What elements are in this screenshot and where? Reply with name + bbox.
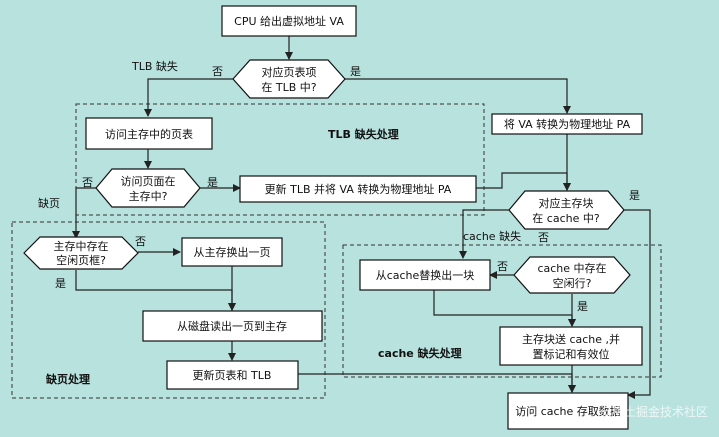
edge-label-no-line: 否: [497, 260, 508, 273]
edge-update-to-cache-check: [476, 172, 571, 191]
node-cache-free-line-line-2: 空闲行?: [553, 276, 592, 290]
node-block-in-cache-shape: [508, 190, 625, 230]
node-va-to-pa: 将 VA 转换为物理地址 PA: [504, 117, 631, 131]
node-cpu-va-box: [221, 5, 357, 37]
node-free-frame-line-2: 空闲页框?: [56, 253, 106, 267]
node-page-in-memory-shape: [95, 168, 201, 208]
node-read-disk-box: [142, 310, 323, 342]
node-cache-free-line-line-1: cache 中存在: [537, 261, 606, 275]
page-fault-region: [11, 221, 326, 399]
node-free-frame-shape: [23, 236, 139, 270]
node-send-block-line-1: 主存块送 cache ,并: [522, 332, 620, 346]
region-page-fault-title: 缺页处理: [45, 372, 90, 386]
edge-label-no-page: 否: [82, 176, 93, 189]
node-block-in-cache-line-1: 对应主存块: [539, 196, 594, 210]
edge-cache-hit: [624, 209, 651, 399]
edge-label-yes-cache: 是: [629, 189, 640, 202]
edge-free-frame: [75, 270, 236, 311]
edge-label-no-tlb: 否: [212, 65, 223, 78]
edge-tlb-miss: [144, 78, 233, 117]
node-update-tlb: 更新 TLB 并将 VA 转换为物理地址 PA: [265, 182, 452, 196]
edge-label-yes-line: 是: [577, 300, 588, 313]
node-cache-replace: 从cache替换出一块: [376, 268, 475, 282]
edge-label-yes-frame: 是: [55, 277, 66, 290]
node-update-pt-tlb: 更新页表和 TLB: [193, 368, 272, 382]
node-tlb-check-line-2: 在 TLB 中?: [261, 81, 316, 94]
region-cache-miss-title: cache 缺失处理: [378, 346, 462, 360]
edge-label-no-frame: 否: [135, 235, 146, 248]
node-update-tlb-box: [239, 175, 477, 203]
edge-tlb-hit: [345, 78, 571, 114]
node-free-frame-line-1: 主存中存在: [54, 239, 109, 253]
region-tlb-miss-title: TLB 缺失处理: [328, 127, 399, 141]
flow-edges: [72, 36, 651, 399]
node-swap-out-page: 从主存换出一页: [194, 245, 271, 259]
edge-cache-miss: [459, 209, 509, 259]
node-page-in-memory-line-2: 主存中?: [129, 189, 168, 203]
edge-label-tlb-miss: TLB 缺失: [131, 59, 178, 73]
node-tlb-check-shape: [232, 59, 346, 99]
node-send-block-box: [499, 326, 643, 366]
edge-label-page-fault: 缺页: [38, 196, 60, 210]
edge-page-fault: [72, 187, 96, 239]
node-cache-free-line-shape: [513, 256, 631, 294]
node-update-pt-tlb-box: [166, 360, 299, 390]
node-access-page-table: 访问主存中的页表: [105, 127, 193, 141]
node-tlb-check-line-1: 对应页表项: [262, 65, 317, 79]
edge-label-no-cache: 否: [538, 231, 549, 244]
cache-miss-region: [342, 244, 662, 378]
node-swap-out-page-box: [181, 237, 283, 267]
node-access-cache: 访问 cache 存取数据: [515, 404, 621, 418]
node-cache-replace-box: [359, 259, 491, 291]
node-access-page-table-box: [85, 117, 213, 150]
node-block-in-cache-line-2: 在 cache 中?: [532, 212, 600, 225]
node-read-disk: 从磁盘读出一页到主存: [177, 319, 287, 333]
node-page-in-memory-line-1: 访问页面在: [121, 175, 176, 188]
node-va-to-pa-box: [491, 113, 643, 135]
tlb-miss-region: [75, 103, 485, 216]
node-access-cache-box: [507, 392, 629, 430]
edge-replace-to-send: [433, 290, 576, 327]
edge-label-yes-tlb: 是: [350, 65, 361, 78]
edge-label-yes-page: 是: [207, 176, 218, 189]
edge-label-cache-miss: cache 缺失: [463, 229, 521, 243]
node-send-block-line-2: 置标记和有效位: [533, 347, 610, 361]
watermark: @稀土掘金技术社区: [600, 404, 708, 419]
node-cpu-va: CPU 给出虚拟地址 VA: [234, 14, 344, 28]
